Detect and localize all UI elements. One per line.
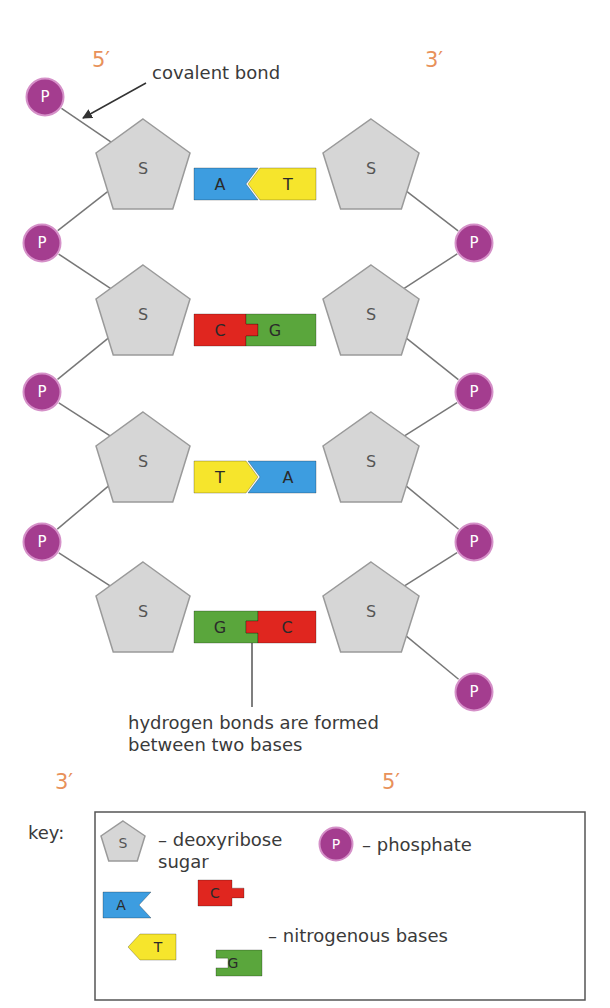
shape-outline <box>198 880 244 906</box>
backbone-bond <box>62 108 113 143</box>
phosphate-circle: P <box>318 826 354 862</box>
node-letter: S <box>322 411 420 503</box>
legend-text: – deoxyribose sugar <box>158 829 308 872</box>
backbone-bond <box>399 480 458 529</box>
backbone-bond <box>402 403 457 438</box>
node-letter: P <box>22 522 62 562</box>
backbone-bond <box>57 481 115 529</box>
base-block: C <box>198 880 244 906</box>
sugar-pentagon: S <box>100 820 146 862</box>
backbone-bond <box>402 553 457 588</box>
base-block: A <box>103 892 151 918</box>
node-letter: P <box>454 372 494 412</box>
backbone-bond <box>59 403 112 437</box>
leader-line <box>251 636 253 707</box>
shape-outline <box>128 934 176 960</box>
backbone-bond <box>400 186 458 230</box>
node-letter: G <box>246 314 304 346</box>
node-letter: S <box>95 561 191 653</box>
phosphate-circle: P <box>22 223 62 263</box>
node-letter: A <box>103 892 139 918</box>
node-letter: P <box>318 826 354 862</box>
backbone-bond <box>59 254 113 290</box>
backbone-bond <box>58 187 114 231</box>
strand-end-label: 5′ <box>92 48 110 73</box>
node-letter: T <box>140 934 176 960</box>
node-letter: G <box>216 950 250 976</box>
node-letter: S <box>322 118 420 210</box>
node-letter: P <box>25 77 65 117</box>
strand-end-label: 5′ <box>382 770 400 795</box>
base-block: T <box>194 461 258 493</box>
phosphate-circle: P <box>454 372 494 412</box>
key-heading: key: <box>28 822 64 844</box>
phosphate-circle: P <box>22 522 62 562</box>
legend-text: – phosphate <box>362 834 472 856</box>
phosphate-circle: P <box>454 223 494 263</box>
phosphate-circle: P <box>25 77 65 117</box>
node-letter: S <box>100 820 146 862</box>
base-block: G <box>216 950 262 976</box>
annotation-label: hydrogen bonds are formed between two ba… <box>128 712 428 755</box>
shape-outline <box>248 168 316 200</box>
shape-outline <box>103 892 151 918</box>
backbone-bond <box>399 630 458 679</box>
strand-end-label: 3′ <box>425 48 443 73</box>
node-letter: P <box>22 372 62 412</box>
node-letter: T <box>260 168 316 200</box>
node-letter: P <box>454 672 494 712</box>
node-letter: P <box>454 223 494 263</box>
key-box <box>95 812 585 1000</box>
base-block: T <box>128 934 176 960</box>
phosphate-circle: P <box>22 372 62 412</box>
phosphate-circle: P <box>454 672 494 712</box>
sugar-pentagon: S <box>322 264 420 356</box>
sugar-pentagon: S <box>95 411 191 503</box>
backbone-bond <box>59 553 112 587</box>
base-block: T <box>248 168 316 200</box>
backbone-bond <box>400 333 459 380</box>
sugar-pentagon: S <box>95 118 191 210</box>
node-letter: A <box>260 461 316 493</box>
base-block: C <box>246 611 316 643</box>
node-letter: A <box>194 168 246 200</box>
backbone-bond <box>58 333 115 379</box>
legend-text: – nitrogenous bases <box>268 925 448 947</box>
node-letter: G <box>194 611 246 643</box>
node-letter: P <box>454 522 494 562</box>
node-letter: S <box>322 561 420 653</box>
node-letter: S <box>95 264 191 356</box>
node-letter: C <box>258 611 316 643</box>
node-letter: S <box>322 264 420 356</box>
node-letter: S <box>95 118 191 210</box>
base-block: G <box>246 314 316 346</box>
sugar-pentagon: S <box>322 118 420 210</box>
node-letter: S <box>95 411 191 503</box>
node-letter: C <box>198 880 232 906</box>
sugar-pentagon: S <box>95 561 191 653</box>
sugar-pentagon: S <box>322 561 420 653</box>
node-letter: C <box>194 314 246 346</box>
leader-arrow <box>83 83 146 118</box>
shape-outline <box>248 461 316 493</box>
annotation-label: covalent bond <box>152 62 280 84</box>
backbone-bond <box>402 254 457 290</box>
shape-outline <box>216 950 262 976</box>
shape-outline <box>194 461 258 493</box>
sugar-pentagon: S <box>322 411 420 503</box>
node-letter: T <box>194 461 246 493</box>
shape-outline <box>246 611 316 643</box>
base-block: A <box>248 461 316 493</box>
sugar-pentagon: S <box>95 264 191 356</box>
strand-end-label: 3′ <box>55 770 73 795</box>
phosphate-circle: P <box>454 522 494 562</box>
node-letter: P <box>22 223 62 263</box>
